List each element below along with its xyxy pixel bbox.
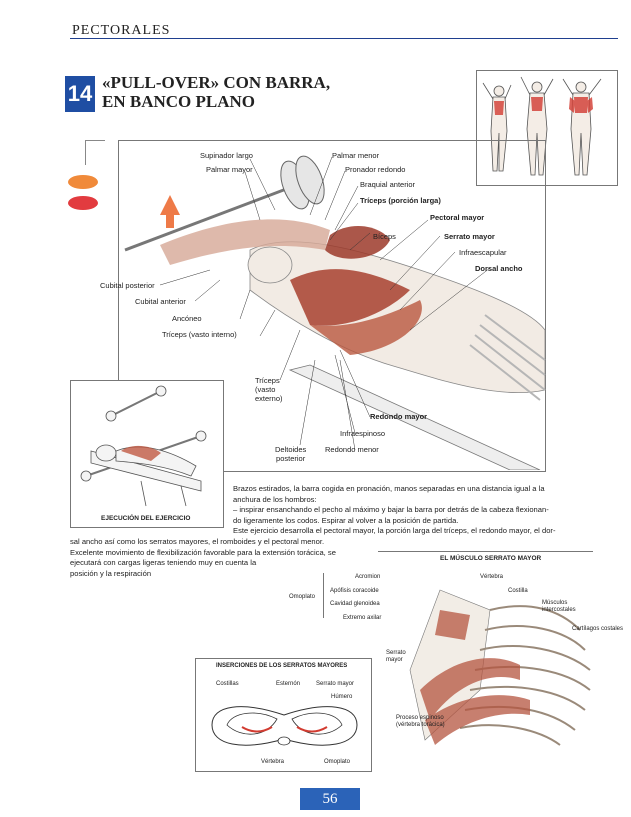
inserciones-label-omoplato: Omoplato <box>324 759 351 765</box>
label-triceps-vasto-externo: Tríceps (vasto externo) <box>255 376 283 403</box>
serrato-illustration <box>409 589 591 746</box>
serrato-label-serrato: Serrato mayor <box>386 650 406 663</box>
serrato-label-proceso: Proceso espinoso (vértebra torácica) <box>396 715 445 728</box>
label-infraespinoso: Infraespinoso <box>340 429 386 438</box>
inserciones-box: INSERCIONES DE LOS SERRATOS MAYORES Cost… <box>195 658 372 772</box>
description-line: posición y la respiración <box>70 568 152 578</box>
omoplato-bracket <box>323 573 324 618</box>
inserciones-label-humero: Húmero <box>331 694 353 700</box>
label-triceps-porcion-larga: Tríceps (porción larga) <box>360 196 441 205</box>
execution-inset: EJECUCIÓN DEL EJERCICIO <box>70 380 224 528</box>
execution-illustration <box>80 385 207 507</box>
description-line: Brazos estirados, la barra cogida en pro… <box>233 484 545 493</box>
inserciones-label-esternon: Esternón <box>276 681 301 687</box>
description-block-2: sal ancho así como los serratos mayores,… <box>70 537 370 579</box>
label-pectoral-mayor: Pectoral mayor <box>430 213 485 222</box>
page-number: 56 <box>300 788 360 810</box>
serrato-label-costilla: Costilla <box>508 588 528 594</box>
description-line: ejecutará con cargas ligeras teniendo mu… <box>70 558 257 568</box>
label-cubital-anterior: Cubital anterior <box>135 297 186 306</box>
label-cubital-posterior: Cubital posterior <box>100 281 155 290</box>
main-muscle-illustration <box>124 155 546 470</box>
serrato-title: EL MÚSCULO SERRATO MAYOR <box>440 555 542 562</box>
main-figure-frame <box>118 140 546 472</box>
description-line: anchura de los hombros: <box>233 494 317 504</box>
label-serrato-mayor: Serrato mayor <box>444 232 495 241</box>
serrato-label-vertebra: Vértebra <box>480 574 504 580</box>
inserciones-label-vertebra: Vértebra <box>261 759 285 765</box>
exercise-title: «PULL-OVER» CON BARRA, EN BANCO PLANO <box>102 73 330 111</box>
side-rule-top <box>85 140 105 141</box>
serrato-title-rule <box>378 551 593 552</box>
execution-caption: EJECUCIÓN DEL EJERCICIO <box>101 515 191 522</box>
label-pronador-redondo: Pronador redondo <box>345 165 406 174</box>
label-infraescapular: Infraescapular <box>459 248 507 257</box>
description-line: sal ancho así como los serratos mayores,… <box>70 537 325 546</box>
label-redondo-menor: Redondo menor <box>325 445 379 454</box>
inserciones-crosssection <box>211 706 358 746</box>
description-line: do ligeramente los codos. Espirar al vol… <box>233 515 459 525</box>
anatomy-thumbnail <box>476 70 618 186</box>
exercise-number: 14 <box>65 76 95 112</box>
label-redondo-mayor: Redondo mayor <box>370 412 428 421</box>
label-supinador-largo: Supinador largo <box>200 151 253 160</box>
serrato-label-cavidad: Cavidad glenoidea <box>330 601 380 607</box>
section-rule <box>70 38 618 39</box>
inserciones-title: INSERCIONES DE LOS SERRATOS MAYORES <box>216 663 348 669</box>
label-palmar-mayor: Palmar mayor <box>206 165 253 174</box>
label-dorsal-ancho: Dorsal ancho <box>475 264 523 273</box>
label-anconeo: Ancóneo <box>172 314 202 323</box>
label-triceps-vasto-interno: Tríceps (vasto interno) <box>162 330 237 339</box>
description-line: Excelente movimiento de flexibilización … <box>70 547 336 557</box>
serrato-label-apofisis: Apófisis coracoide <box>330 588 379 594</box>
anatomy-figures-illustration <box>482 76 602 176</box>
difficulty-dot-red <box>68 196 98 210</box>
serrato-label-acromion: Acromion <box>355 574 381 580</box>
exercise-title-line1: «PULL-OVER» CON BARRA, <box>102 73 331 92</box>
description-line: Este ejercicio desarrolla el pectoral ma… <box>233 526 556 536</box>
label-biceps: Bíceps <box>373 232 396 241</box>
label-deltoides-posterior: Deltoides posterior <box>275 445 307 463</box>
serrato-label-omoplato: Omoplato <box>289 594 316 600</box>
label-braquial-anterior: Braquial anterior <box>360 180 416 189</box>
serrato-label-cartilagos: Cartílagos costales <box>572 626 624 632</box>
difficulty-dot-orange <box>68 175 98 189</box>
description-line: – inspirar ensanchando el pecho al máxim… <box>233 505 549 515</box>
exercise-title-line2: EN BANCO PLANO <box>102 92 256 111</box>
side-rule <box>85 140 86 165</box>
inserciones-label-serrato: Serrato mayor <box>316 681 355 687</box>
description-block: Brazos estirados, la barra cogida en pro… <box>233 484 593 537</box>
serrato-label-extremo: Extremo axilar <box>343 615 382 621</box>
inserciones-label-costillas: Costillas <box>216 681 239 687</box>
serrato-label-musculos: Músculos intercostales <box>542 600 576 613</box>
label-palmar-menor: Palmar menor <box>332 151 380 160</box>
section-title: PECTORALES <box>72 23 171 38</box>
